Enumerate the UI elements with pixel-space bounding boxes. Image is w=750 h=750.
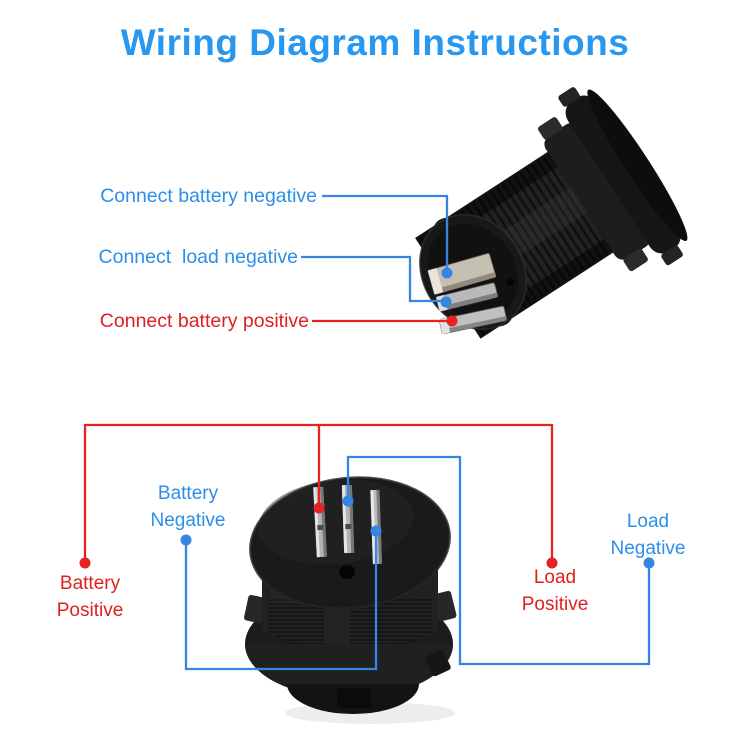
bezel-tab: [623, 248, 648, 272]
socket-photo-rear-view: [415, 87, 688, 339]
pin-notch: [345, 523, 352, 530]
label-dot-load-negative: [643, 557, 655, 569]
label-line: Battery: [59, 573, 121, 594]
wire-connect-battery-negative: [322, 194, 449, 273]
pin-dot-battery-positive: [313, 502, 325, 514]
spade-terminal-1: [427, 253, 497, 295]
label-battery-negative: Battery Negative: [108, 480, 268, 534]
rear-face-rim: [419, 214, 527, 330]
wire-load-negative-circuit: [346, 455, 651, 666]
label-line: Load: [626, 511, 670, 532]
bezel-ring: [544, 123, 650, 260]
label-line: Battery: [157, 483, 219, 504]
label-connect-battery-positive: Connect battery positive: [99, 310, 309, 332]
label-dot-load-positive: [546, 557, 558, 569]
flange-front-notch: [337, 688, 371, 708]
wire-connect-load-negative: [301, 255, 444, 303]
label-load-positive: Load Positive: [475, 564, 635, 618]
wire-battery-negative-circuit: [184, 531, 378, 671]
label-battery-positive: Battery Positive: [10, 570, 170, 624]
wire-battery-positive-circuit: [83, 423, 554, 563]
label-dot-battery-negative: [180, 534, 192, 546]
flange-tab: [661, 245, 683, 266]
pin-notch: [317, 524, 324, 531]
terminal-dot-load-negative: [440, 296, 452, 308]
top-face-rim: [249, 476, 451, 610]
socket-front-cap: [587, 89, 688, 242]
page-title: Wiring Diagram Instructions: [120, 22, 630, 63]
spade-terminal-3: [439, 305, 507, 335]
label-line: Positive: [56, 600, 124, 621]
label-line: Negative: [150, 510, 226, 531]
label-line: Positive: [521, 594, 589, 615]
label-line: Load: [533, 567, 577, 588]
socket-photo-top-view: [244, 476, 457, 724]
pin-dot-load-negative: [342, 495, 354, 507]
label-dot-battery-positive: [79, 557, 91, 569]
spade-edge-shade: [438, 292, 498, 312]
locating-hole: [506, 278, 514, 286]
label-connect-load-negative: Connect load negative: [98, 246, 298, 268]
label-load-negative: Load Negative: [568, 508, 728, 562]
spade-edge-shade: [433, 272, 497, 295]
spade-edge-shade: [441, 316, 507, 334]
spade-blade: [427, 253, 497, 295]
mount-flange: [565, 95, 681, 254]
flange-tab: [433, 590, 457, 622]
locating-hole: [339, 565, 355, 579]
pin-dot-battery-negative: [370, 525, 382, 537]
terminal-dot-battery-positive: [446, 315, 458, 327]
label-connect-battery-negative: Connect battery negative: [100, 185, 317, 207]
flange-tab: [558, 87, 580, 107]
bezel-tab: [538, 117, 563, 140]
terminal-dot-battery-negative: [441, 267, 453, 279]
spade-tip-highlight: [427, 268, 444, 295]
flange-notch: [425, 649, 451, 677]
label-line: Negative: [610, 538, 686, 559]
flange-tab: [244, 594, 266, 624]
